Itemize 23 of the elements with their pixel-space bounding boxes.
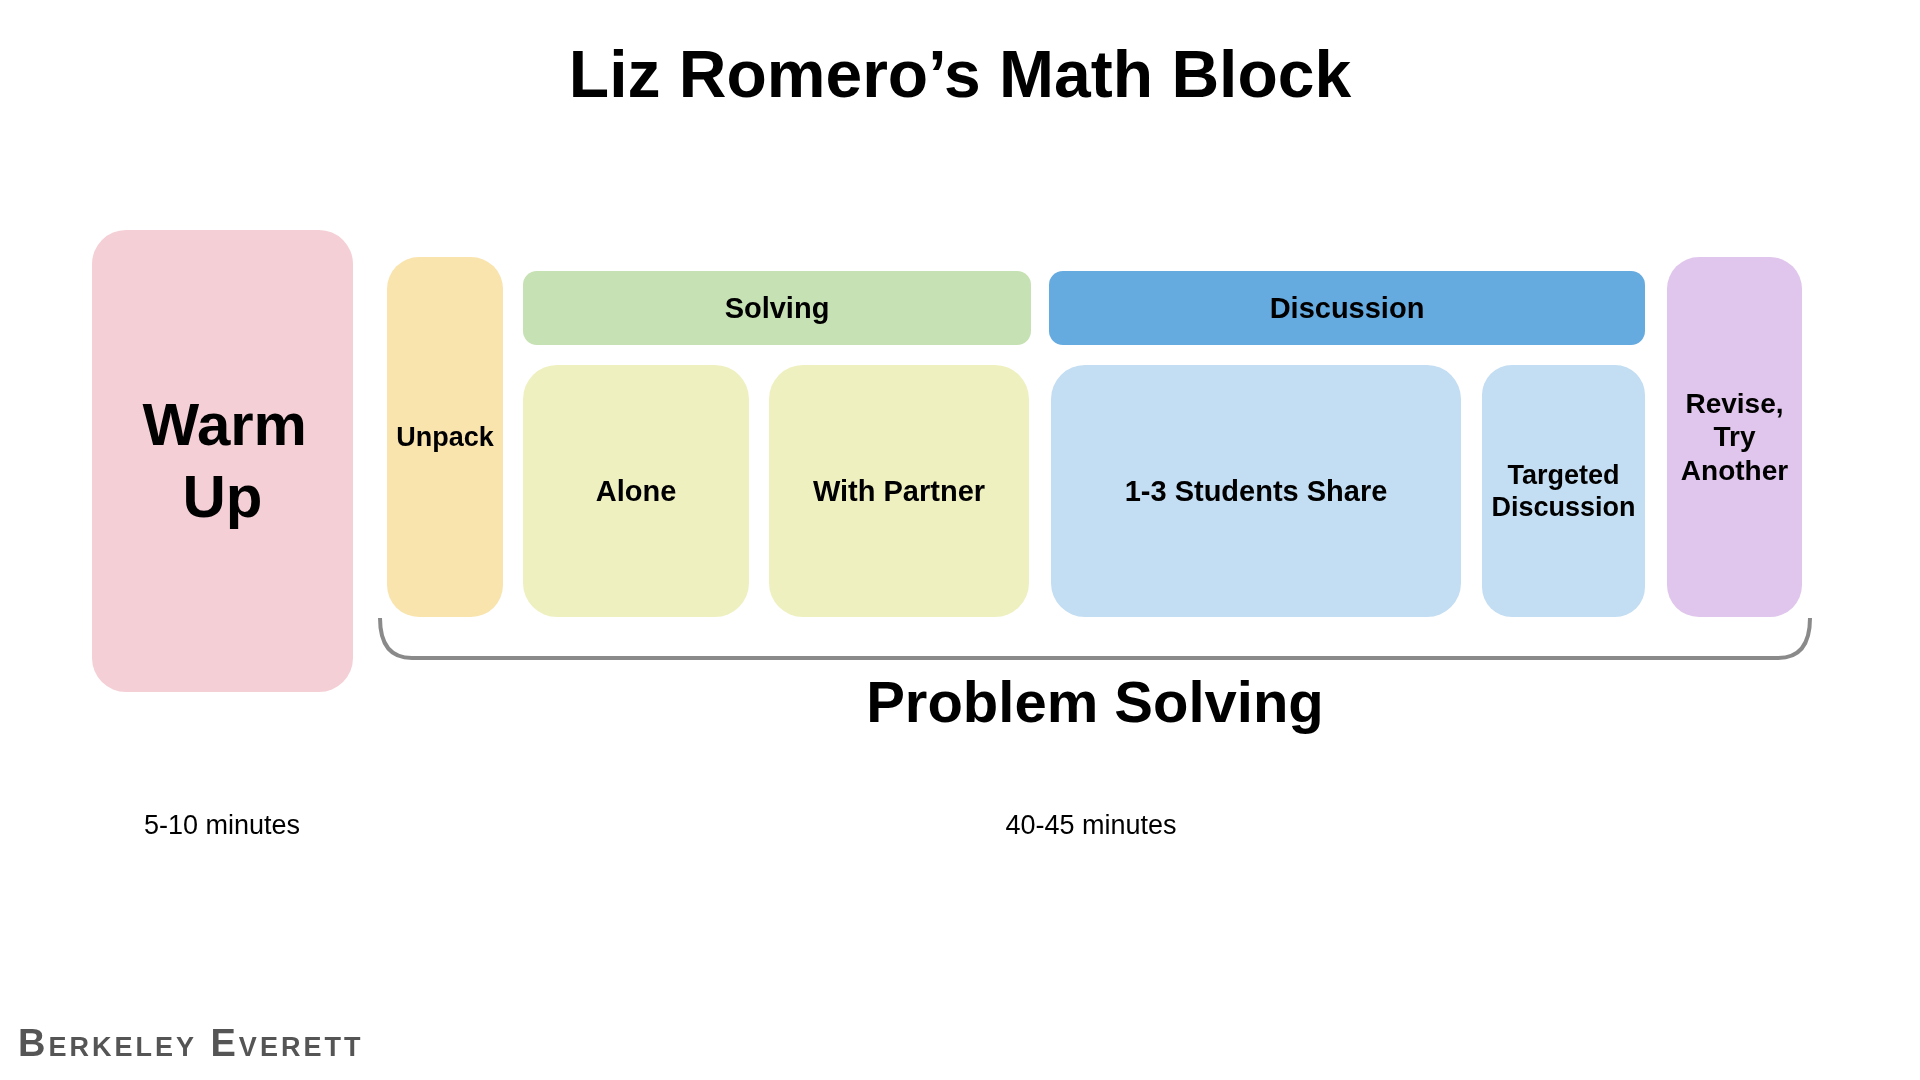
block-label: Targeted Discussion xyxy=(1490,458,1637,524)
duration-text: 5-10 minutes xyxy=(142,810,302,841)
duration-text: 40-45 minutes xyxy=(1004,810,1178,841)
activity-block xyxy=(1667,257,1802,617)
activity-block xyxy=(523,365,749,617)
author-signature: Berkeley Everett xyxy=(18,1022,364,1065)
section-label: Problem Solving xyxy=(865,668,1325,735)
activity-block xyxy=(1482,365,1645,617)
block-label: Alone xyxy=(595,473,677,509)
block-label: Unpack xyxy=(396,420,494,454)
activity-block xyxy=(1049,271,1645,345)
title: Liz Romero’s Math Block xyxy=(567,36,1353,112)
block-label: Warm Up xyxy=(142,390,303,532)
activity-block xyxy=(523,271,1031,345)
block-label: With Partner xyxy=(812,473,986,509)
activity-block xyxy=(1051,365,1461,617)
activity-block xyxy=(92,230,353,692)
block-label: Discussion xyxy=(1269,290,1425,326)
block-label: 1-3 Students Share xyxy=(1124,473,1388,509)
activity-block xyxy=(769,365,1029,617)
block-label: Revise, Try Another xyxy=(1679,386,1790,488)
activity-block xyxy=(387,257,503,617)
block-label: Solving xyxy=(724,290,830,326)
